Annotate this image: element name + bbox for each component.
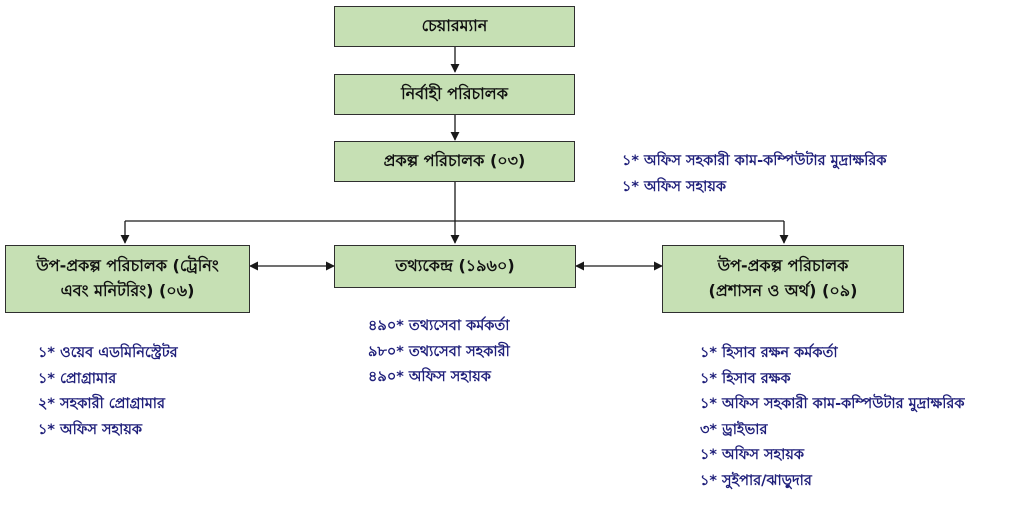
- list-item: ১* হিসাব রক্ষক: [700, 370, 791, 387]
- project-director-box: প্রকল্প পরিচালক (০৩): [334, 141, 575, 182]
- list-item: ১* সুইপার/ঝাড়ুদার: [700, 472, 812, 489]
- executive-director-box: নির্বাহী পরিচালক: [334, 74, 575, 115]
- list-item: ১* অফিস সহকারী কাম-কম্পিউটার মুদ্রাক্ষরি…: [700, 396, 965, 413]
- list-item: ৯৮০* তথ্যসেবা সহকারী: [368, 343, 510, 360]
- info-center-box: তথ্যকেন্দ্র (১৯৬০): [334, 245, 576, 288]
- training-staff-list: ১* ওয়েব এডমিনিস্ট্রেটর ১* প্রোগ্রামার ২…: [38, 341, 178, 443]
- list-item: ১* হিসাব রক্ষন কর্মকর্তা: [700, 345, 838, 361]
- dpd-training-box: উপ-প্রকল্প পরিচালক (ট্রেনিং এবং মনিটরিং)…: [5, 245, 250, 313]
- list-item: ১* অফিস সহকারী কাম-কম্পিউটার মুদ্রাক্ষরি…: [622, 153, 887, 169]
- info-center-label: তথ্যকেন্দ্র (১৯৬০): [395, 256, 515, 276]
- chairman-box: চেয়ারম্যান: [334, 6, 575, 47]
- dpd-training-line2: এবং মনিটরিং) (০৬): [60, 281, 195, 300]
- dpd-admin-line1: উপ-প্রকল্প পরিচালক: [717, 256, 849, 276]
- list-item: ১* ওয়েব এডমিনিস্ট্রেটর: [38, 345, 178, 361]
- info-center-staff-list: ৪৯০* তথ্যসেবা কর্মকর্তা ৯৮০* তথ্যসেবা সহ…: [368, 314, 510, 391]
- list-item: ১* প্রোগ্রামার: [38, 370, 117, 387]
- list-item: ১* অফিস সহায়ক: [38, 421, 143, 438]
- dpd-admin-box: উপ-প্রকল্প পরিচালক (প্রশাসন ও অর্থ) (০৯): [662, 245, 904, 313]
- dpd-training-line1: উপ-প্রকল্প পরিচালক (ট্রেনিং: [36, 256, 219, 276]
- chairman-label: চেয়ারম্যান: [421, 16, 488, 36]
- list-item: ৪৯০* অফিস সহায়ক: [368, 369, 491, 386]
- list-item: ১* অফিস সহায়ক: [700, 447, 805, 464]
- project-director-staff-list: ১* অফিস সহকারী কাম-কম্পিউটার মুদ্রাক্ষরি…: [622, 149, 887, 200]
- list-item: ২* সহকারী প্রোগ্রামার: [38, 396, 165, 413]
- list-item: ৩* ড্রাইভার: [700, 421, 768, 438]
- project-director-label: প্রকল্প পরিচালক (০৩): [383, 151, 526, 171]
- list-item: ৪৯০* তথ্যসেবা কর্মকর্তা: [368, 318, 510, 334]
- list-item: ১* অফিস সহায়ক: [622, 178, 727, 195]
- dpd-admin-line2: (প্রশাসন ও অর্থ) (০৯): [708, 281, 858, 300]
- admin-staff-list: ১* হিসাব রক্ষন কর্মকর্তা ১* হিসাব রক্ষক …: [700, 341, 965, 495]
- executive-director-label: নির্বাহী পরিচালক: [401, 84, 508, 104]
